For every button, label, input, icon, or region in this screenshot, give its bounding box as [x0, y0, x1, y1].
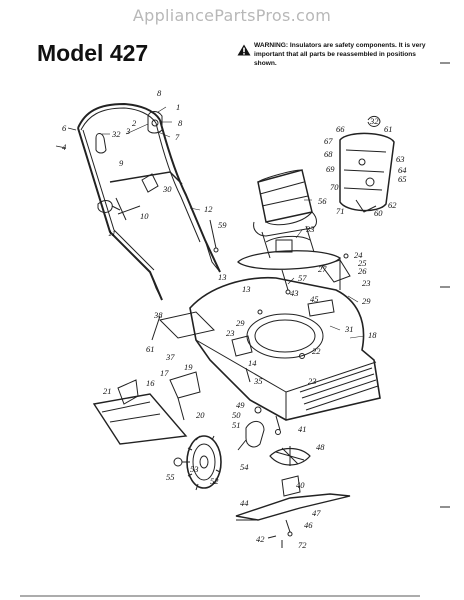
part-label: 70 — [330, 182, 339, 192]
part-label: 57 — [298, 273, 307, 283]
watermark: AppliancePartsPros.com — [132, 6, 332, 25]
part-label: 41 — [298, 424, 307, 434]
part-label: 72 — [298, 540, 307, 550]
part-label: 69 — [326, 164, 335, 174]
warning-text: WARNING: Insulators are safety component… — [254, 42, 426, 67]
part-label: 23 — [362, 278, 371, 288]
part-label: 24 — [354, 250, 363, 260]
part-label: 50 — [232, 410, 241, 420]
part-label: 26 — [358, 266, 367, 276]
part-label: 14 — [248, 358, 257, 368]
part-label: 16 — [146, 378, 155, 388]
part-label: 66 — [336, 124, 345, 134]
discharge-deflector — [92, 371, 201, 445]
leader-lines — [102, 106, 365, 339]
carburetor-cover — [321, 115, 395, 290]
part-label: 47 — [312, 508, 321, 518]
part-label: 23 — [308, 376, 317, 386]
part-label: 40 — [296, 480, 305, 490]
part-label: 17 — [160, 368, 169, 378]
part-label: 11 — [108, 228, 116, 238]
part-label: 20 — [196, 410, 205, 420]
part-label: 29 — [362, 296, 371, 306]
part-label: 42 — [256, 534, 265, 544]
part-label: 49 — [236, 400, 245, 410]
part-label: 2 — [132, 118, 137, 128]
part-label: 1 — [176, 102, 180, 112]
part-label: 30 — [162, 184, 172, 194]
engine-assembly — [237, 169, 341, 295]
part-label: 21 — [103, 386, 112, 396]
part-label: 59 — [218, 220, 227, 230]
part-label: 31 — [344, 324, 354, 334]
part-label: 37 — [165, 352, 175, 362]
part-label: 4 — [62, 142, 67, 152]
part-label: 38 — [153, 310, 163, 320]
part-label: 19 — [184, 362, 193, 372]
part-label: 10 — [140, 211, 149, 221]
part-label: 65 — [398, 174, 407, 184]
part-label: 52 — [210, 476, 219, 486]
part-label: 53 — [190, 464, 199, 474]
part-label: 8 — [157, 88, 162, 98]
part-label: 45 — [310, 294, 319, 304]
part-label: 32 — [111, 129, 121, 139]
part-label: 43 — [290, 288, 299, 298]
part-label: 8 — [178, 118, 183, 128]
blade-assembly — [235, 415, 351, 548]
part-label: 29 — [236, 318, 245, 328]
part-label: 13 — [218, 272, 227, 282]
part-label: 18 — [368, 330, 377, 340]
warning-note: WARNING: Insulators are safety component… — [238, 42, 438, 68]
part-label: 48 — [316, 442, 325, 452]
part-label: 3 — [125, 126, 130, 136]
part-label: 67 — [324, 136, 333, 146]
part-label: 35 — [253, 376, 263, 386]
part-label: 56 — [318, 196, 327, 206]
mower-deck — [151, 276, 381, 421]
model-title: Model 427 — [37, 40, 149, 66]
part-label: 63 — [396, 154, 405, 164]
part-label: 13 — [242, 284, 251, 294]
part-label: 6 — [62, 123, 67, 133]
part-label: 62 — [388, 200, 397, 210]
part-label: 27 — [318, 264, 327, 274]
part-label: 51 — [232, 420, 241, 430]
part-label: 61 — [384, 124, 393, 134]
wheel-assembly — [173, 406, 265, 491]
part-label: 22 — [312, 346, 321, 356]
part-label: 12 — [204, 204, 213, 214]
part-label: 60 — [374, 208, 383, 218]
part-label: 71 — [336, 206, 345, 216]
part-labels: 8 1 2 3 8 6 32 7 4 9 30 10 11 12 59 13 1… — [62, 88, 407, 550]
page-edge-marks — [20, 62, 450, 597]
part-label: 46 — [304, 520, 313, 530]
part-label: 33 — [305, 224, 315, 234]
part-label: 61 — [146, 344, 155, 354]
part-label: 44 — [240, 498, 249, 508]
part-label: 54 — [240, 462, 249, 472]
warning-triangle-icon — [237, 44, 251, 56]
part-label: 23 — [226, 328, 235, 338]
part-label: 25 — [358, 258, 367, 268]
part-label: 32 — [369, 116, 379, 126]
part-label: 68 — [324, 149, 333, 159]
part-label: 55 — [166, 472, 175, 482]
handle-assembly — [55, 102, 221, 301]
part-label: 9 — [119, 158, 124, 168]
part-label: 64 — [398, 165, 407, 175]
part-label: 7 — [175, 132, 180, 142]
